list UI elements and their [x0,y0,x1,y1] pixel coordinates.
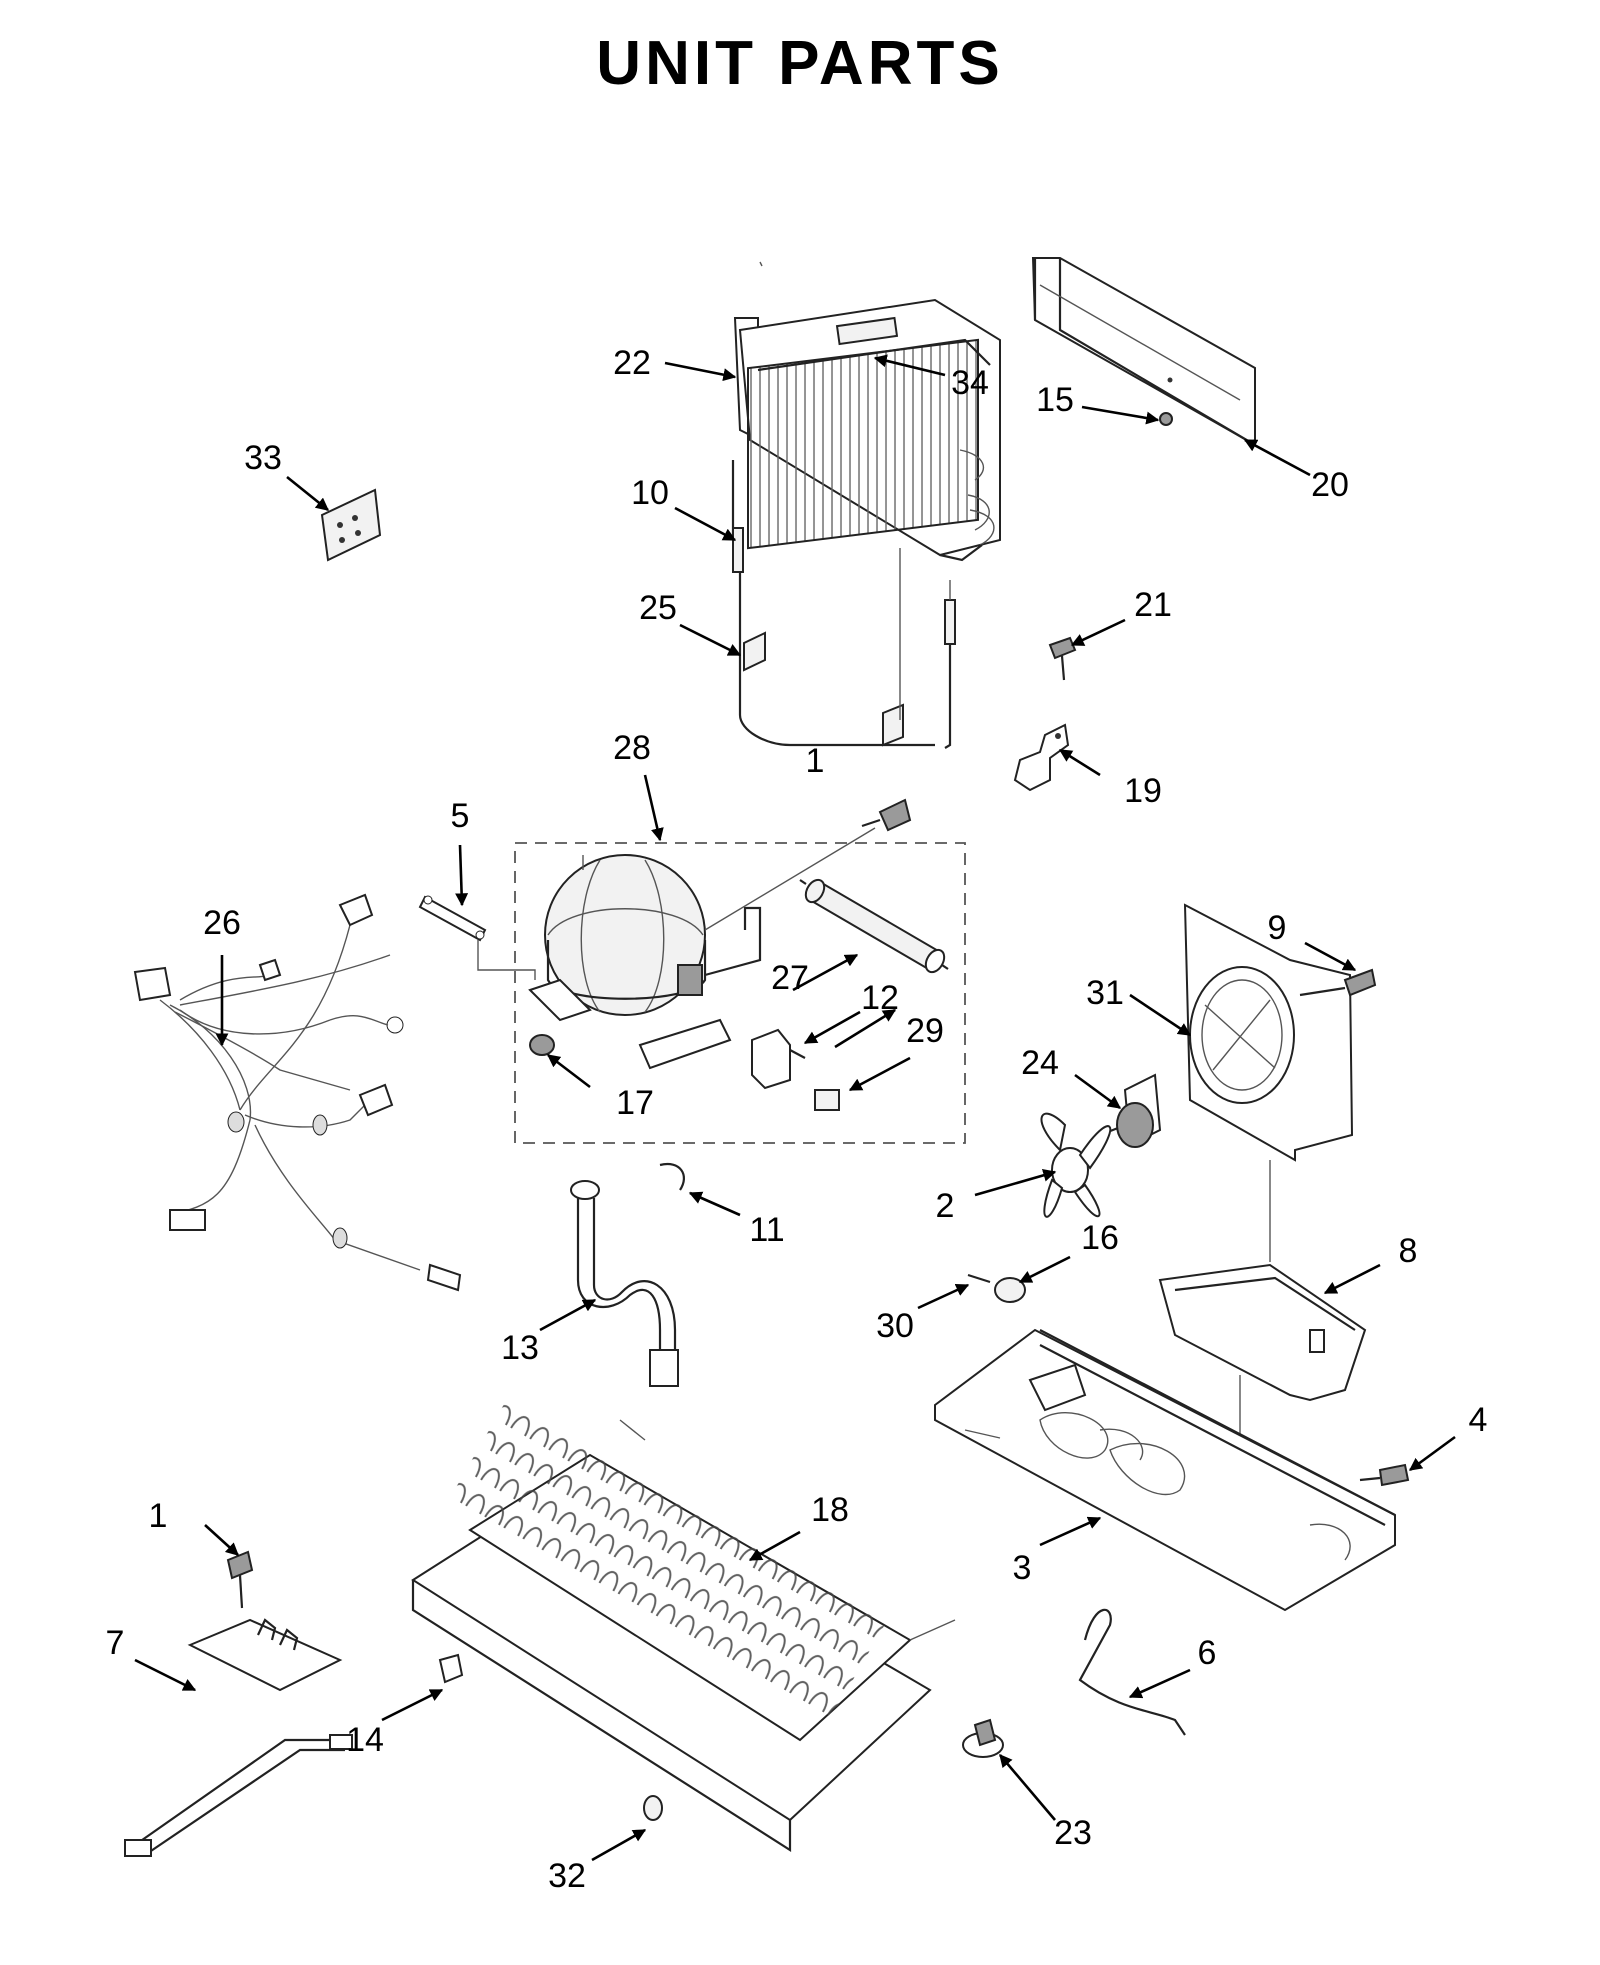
compressor [528,854,762,1070]
start-relay [751,1028,806,1090]
callout-number: 31 [1086,974,1124,1012]
callout-number: 20 [1311,466,1349,504]
wire-rod [1078,1608,1186,1736]
callout-numbers: 1123456789101112131415161718192021222324… [106,344,1488,1895]
pin-30 [967,1273,991,1284]
callout-number: 1 [806,742,825,780]
base-plate [934,1328,1396,1612]
compressor-group-outline [514,842,966,1144]
callout-number: 9 [1268,909,1287,947]
screw-4 [1359,1463,1410,1487]
callout-number: 17 [616,1084,654,1122]
clip-14 [438,1653,464,1684]
callout-number: 14 [346,1721,384,1759]
callout-number: 34 [951,364,989,402]
relay-cover [814,1089,840,1111]
callout-number: 12 [861,979,899,1017]
callout-number: 24 [1021,1044,1059,1082]
bracket-19 [1013,723,1070,792]
drain-tube [570,1180,679,1387]
grommet-16 [994,1277,1026,1303]
callout-number: 13 [501,1329,539,1367]
control-board [320,488,382,562]
callout-number: 6 [1198,1634,1217,1672]
page-title: UNIT PARTS [596,29,1004,98]
fan-blade [1040,1112,1112,1218]
callout-number: 21 [1134,586,1172,624]
fan-motor [1099,1073,1162,1148]
callout-number: 16 [1081,1219,1119,1257]
heater-assembly-7 [124,1618,353,1857]
callout-number: 27 [771,959,809,997]
callout-arrows [134,354,1456,1862]
callout-number: 33 [244,439,282,477]
callout-number: 28 [613,729,651,767]
defrost-heater [731,460,956,749]
callout-number: 1 [149,1497,168,1535]
callout-number: 19 [1124,772,1162,810]
fan-bracket [1158,1263,1367,1540]
clip-11 [659,1162,685,1191]
screw-1-top [704,798,912,931]
callout-number: 26 [203,904,241,942]
callout-number: 32 [548,1857,586,1895]
callout-number: 5 [451,797,470,835]
screw-21 [1048,636,1077,681]
filter-drier [799,878,949,974]
evaporator-cover [1031,257,1256,444]
sensor-23 [962,1718,1004,1758]
callout-number: 23 [1054,1814,1092,1852]
foam-pad [835,316,899,346]
ground-strap [418,895,536,980]
screw-9 [1299,968,1377,997]
condenser-coil [411,1403,956,1853]
callout-number: 10 [631,474,669,512]
grommet-17 [529,1034,555,1056]
fan-shroud [1183,903,1354,1262]
callout-number: 2 [936,1187,955,1225]
callout-number: 3 [1013,1549,1032,1587]
callout-number: 11 [749,1211,784,1249]
callout-number: 25 [639,589,677,627]
screw-1-bottom [226,1550,254,1609]
callout-number: 4 [1469,1401,1488,1439]
callout-number: 30 [876,1307,914,1345]
evaporator-coil [733,261,1001,562]
callout-number: 15 [1036,381,1074,419]
screw-15 [1159,412,1173,426]
callout-number: 22 [613,344,651,382]
callout-number: 29 [906,1012,944,1050]
callout-number: 8 [1399,1232,1418,1270]
callout-number: 18 [811,1491,849,1529]
callout-number: 7 [106,1624,125,1662]
wiring-harness [133,893,462,1292]
grommet-32 [643,1795,663,1821]
